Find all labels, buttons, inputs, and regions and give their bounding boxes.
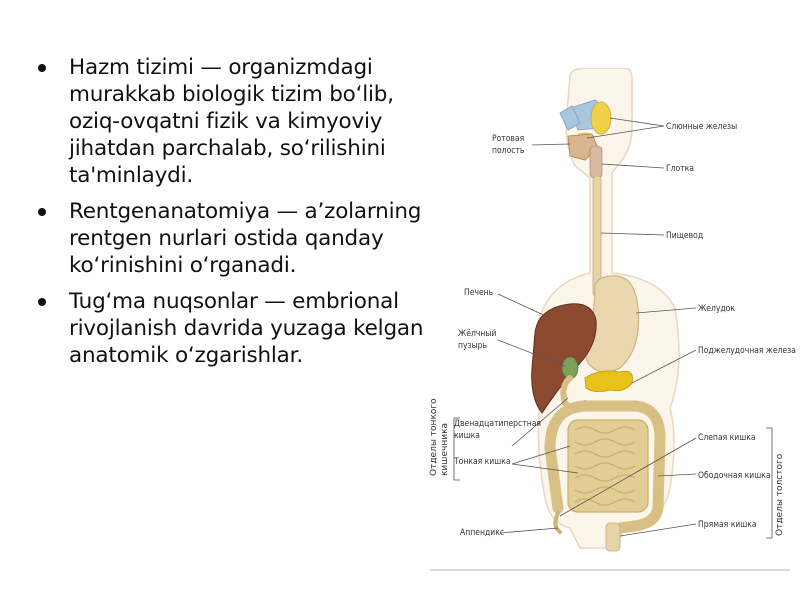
label-duodenum-line1: Двенадцатиперстная <box>454 419 541 429</box>
esophagus <box>592 175 602 297</box>
pharynx <box>589 145 603 179</box>
pancreas <box>584 370 633 392</box>
label-gallbladder-line2: пузырь <box>458 341 487 351</box>
digestive-system-diagram: Ротовая полость Слюнные железы Глотка Пи… <box>429 68 796 571</box>
label-mouth-line2: полость <box>492 146 525 156</box>
label-esophagus: Пищевод <box>666 231 703 241</box>
leader-lines <box>453 117 773 539</box>
bullet-list: Hazm tizimi — organizmdagi murakkab biol… <box>36 54 426 378</box>
label-small-group-line1: Отделы тонкого <box>429 398 439 476</box>
label-pancreas: Поджелудочная железа <box>698 346 796 356</box>
label-duodenum-line2: кишка <box>454 431 480 441</box>
bullet-item: Tugʻma nuqsonlar — embrional rivojlanish… <box>36 288 426 369</box>
label-large-group: Отделы толстого <box>775 453 785 536</box>
label-mouth-line1: Ротовая <box>492 134 524 144</box>
bullet-dot <box>38 208 46 216</box>
salivary-gland <box>590 101 612 135</box>
bullet-item: Rentgenanatomiya — a’zolarning rentgen n… <box>36 198 426 279</box>
rectum <box>605 522 621 552</box>
label-cecum: Слепая кишка <box>698 433 756 443</box>
bullet-text: Tugʻma nuqsonlar — embrional rivojlanish… <box>69 289 424 368</box>
label-pharynx: Глотка <box>666 164 694 174</box>
label-small-intestine: Тонкая кишка <box>453 457 511 467</box>
digestive-system-figure: Ротовая полость Слюнные железы Глотка Пи… <box>420 68 800 578</box>
bullet-item: Hazm tizimi — organizmdagi murakkab biol… <box>36 54 426 189</box>
small-intestine <box>567 419 649 513</box>
bullet-text: Rentgenanatomiya — a’zolarning rentgen n… <box>69 199 422 278</box>
label-colon: Ободочная кишка <box>698 470 771 481</box>
label-small-group-line2: кишечника <box>440 423 450 476</box>
bullet-dot <box>38 298 46 306</box>
label-gallbladder-line1: Жёлчный <box>458 329 496 339</box>
label-salivary: Слюнные железы <box>666 122 737 132</box>
stomach <box>584 275 640 373</box>
bullet-text: Hazm tizimi — organizmdagi murakkab biol… <box>69 55 394 188</box>
label-stomach: Желудок <box>698 304 735 314</box>
bullet-dot <box>38 64 46 72</box>
colon <box>544 400 666 534</box>
salivary-gland-blue <box>559 105 581 131</box>
label-rectum: Прямая кишка <box>698 520 757 530</box>
label-liver: Печень <box>464 288 494 298</box>
appendix <box>553 511 562 534</box>
label-appendix: Аппендикс <box>460 528 504 538</box>
liver <box>531 303 597 414</box>
